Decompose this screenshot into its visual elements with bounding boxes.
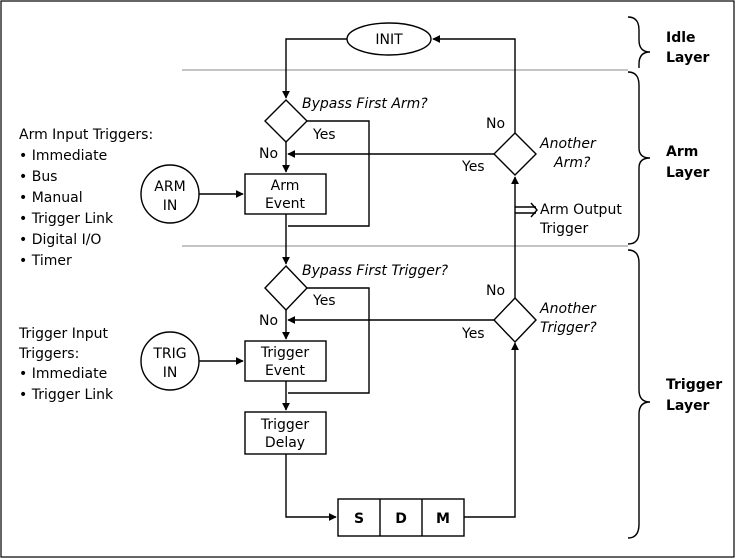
trigger-layer-label-2: Layer: [666, 398, 710, 414]
trigger-delay-label-2: Delay: [265, 435, 305, 451]
trigger-input-item: • Immediate: [19, 366, 107, 382]
trigger-event-label: Trigger: [260, 345, 310, 361]
arm-in-label: ARM: [154, 179, 185, 195]
arm-in-label-2: IN: [163, 198, 178, 214]
arm-input-item: • Immediate: [19, 148, 107, 164]
arm-output-trigger-label: Arm Output: [540, 202, 622, 218]
arm-event-label: Arm: [271, 178, 300, 194]
edge-bypass-arm-yes: [288, 120, 370, 227]
trigger-input-triggers-title: Trigger Input: [18, 326, 108, 342]
trigger-event-box: [244, 340, 327, 382]
bypass-trigger-no-label: No: [259, 313, 278, 329]
trig-in-label: TRIG: [152, 346, 186, 362]
sdm-delay-label: D: [395, 511, 407, 527]
bypass-arm-no-label: No: [259, 146, 278, 162]
arm-event-label-2: Event: [265, 196, 306, 212]
idle-layer-label-2: Layer: [666, 50, 710, 66]
arm-input-item: • Bus: [19, 169, 57, 185]
arm-input-item: • Digital I/O: [19, 232, 101, 248]
idle-layer-brace: [627, 16, 651, 68]
bypass-first-arm-label: Bypass First Arm?: [302, 96, 428, 112]
bypass-arm-yes-label: Yes: [312, 127, 336, 143]
another-arm-yes-label: Yes: [461, 159, 485, 175]
init-label: INIT: [375, 32, 403, 48]
edge-init-to-bypass-arm: [282, 38, 347, 99]
arm-layer-label: Arm: [666, 144, 698, 160]
arm-input-triggers-title: Arm Input Triggers:: [19, 127, 153, 143]
arm-input-item: • Trigger Link: [19, 211, 114, 227]
trigger-layer-brace: [627, 249, 651, 539]
sdm-box: [337, 498, 465, 537]
bypass-first-trigger-label: Bypass First Trigger?: [302, 263, 449, 279]
bypass-trigger-yes-label: Yes: [312, 293, 336, 309]
sdm-measure-label: M: [436, 511, 450, 527]
arm-output-arrowhead: [530, 202, 538, 218]
trig-in-label-2: IN: [163, 365, 178, 381]
bypass-first-arm-diamond: [264, 99, 308, 143]
arm-layer-brace: [627, 71, 651, 245]
arm-output-trigger-label-2: Trigger: [539, 221, 589, 237]
idle-layer-label: Idle: [666, 30, 696, 46]
trigger-input-item: • Trigger Link: [19, 387, 114, 403]
trigger-delay-label: Trigger: [260, 417, 310, 433]
trigger-event-label-2: Event: [265, 363, 306, 379]
another-trigger-label: Another: [539, 301, 597, 317]
trigger-delay-box: [244, 411, 327, 455]
edge-another-arm-no: [432, 35, 516, 133]
another-trigger-diamond: [493, 296, 537, 344]
arm-event-box: [244, 173, 327, 215]
another-arm-label-2: Arm?: [553, 155, 591, 171]
edge-sdm-to-another-trigger: [464, 342, 519, 518]
arm-input-item: • Manual: [19, 190, 83, 206]
another-arm-no-label: No: [486, 116, 505, 132]
edge-trigger-delay-to-sdm: [285, 454, 337, 521]
another-trigger-label-2: Trigger?: [540, 320, 597, 336]
another-trigger-no-label: No: [486, 283, 505, 299]
trigger-layer-label: Trigger: [666, 377, 722, 393]
trigger-input-triggers-title-2: Triggers:: [18, 346, 79, 362]
arm-layer-label-2: Layer: [666, 165, 710, 181]
another-trigger-yes-label: Yes: [461, 326, 485, 342]
sdm-source-label: S: [354, 511, 364, 527]
another-arm-diamond: [493, 132, 537, 176]
edge-bypass-trigger-yes: [288, 287, 370, 394]
another-arm-label: Another: [539, 136, 597, 152]
bypass-first-trigger-diamond: [264, 264, 308, 312]
arm-input-item: • Timer: [19, 253, 72, 269]
